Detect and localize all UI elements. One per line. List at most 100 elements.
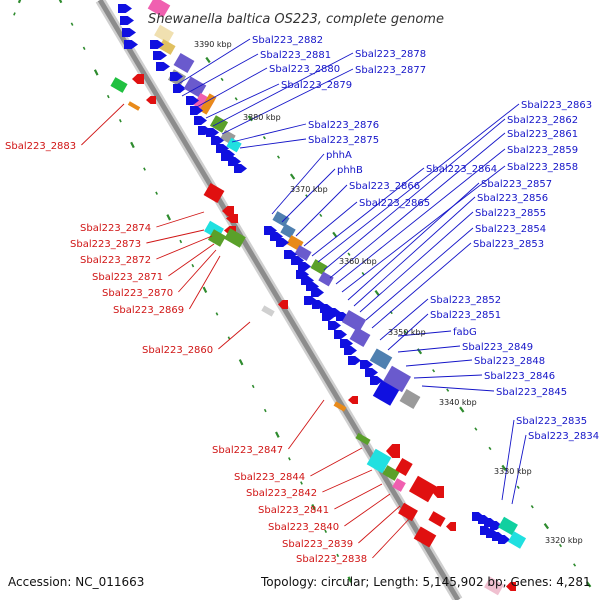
gene-arrow	[120, 16, 134, 25]
gene-block	[183, 76, 207, 98]
leader-line	[421, 385, 495, 392]
leader-line	[288, 399, 325, 450]
gene-label-top: Sbal223_2881	[260, 50, 331, 61]
leader-line	[353, 196, 476, 307]
leader-line	[221, 68, 354, 135]
tick-mark	[106, 94, 110, 99]
tick-mark	[130, 141, 135, 149]
gene-label-bottom: Sbal223_2871	[92, 272, 163, 283]
gene-label-top: Sbal223_2859	[507, 145, 578, 156]
gene-label-top: Sbal223_2864	[426, 164, 497, 175]
kbp-label: 3380 kbp	[243, 113, 281, 122]
gene-label-top: Sbal223_2835	[516, 416, 587, 427]
tick-mark	[336, 553, 340, 558]
gene-arrow	[132, 74, 144, 84]
gene-label-bottom: Sbal223_2844	[234, 472, 305, 483]
gene-arrow	[122, 28, 136, 37]
leader-line	[347, 182, 480, 301]
gene-arrow	[344, 346, 357, 355]
leader-line	[310, 447, 363, 477]
leader-line	[205, 83, 280, 119]
gene-label-bottom: Sbal223_2860	[142, 345, 213, 356]
leader-line	[365, 227, 474, 321]
gene-features	[110, 0, 527, 596]
leader-line	[146, 229, 205, 244]
gene-arrow	[322, 312, 335, 321]
gene-arrow	[124, 40, 138, 49]
gene-block	[392, 478, 406, 492]
tick-mark	[530, 505, 534, 509]
gene-block	[272, 211, 290, 227]
tick-mark	[488, 446, 492, 451]
gene-block	[333, 401, 347, 412]
gene-block	[147, 0, 171, 18]
tick-mark	[263, 408, 267, 413]
tick-mark	[93, 69, 99, 76]
gene-label-top: Sbal223_2875	[308, 135, 379, 146]
gene-block	[310, 259, 328, 275]
gene-arrow	[446, 522, 456, 531]
gene-arrow	[340, 339, 353, 348]
accession-label: Accession: NC_011663	[8, 575, 144, 589]
gene-arrow	[360, 360, 373, 369]
gene-label-top: Sbal223_2866	[349, 181, 420, 192]
leader-line	[303, 201, 358, 247]
tick-mark	[251, 384, 255, 389]
tick-mark	[558, 543, 563, 548]
gene-label-bottom: Sbal223_2842	[246, 488, 317, 499]
gene-block	[382, 465, 400, 481]
gene-label-top: Sbal223_2877	[355, 65, 426, 76]
gene-block	[372, 380, 400, 406]
gene-arrow	[146, 96, 156, 104]
gene-block	[294, 245, 312, 261]
tick-mark	[191, 263, 195, 268]
tick-mark	[70, 22, 74, 26]
gene-label-top: Sbal223_2849	[462, 342, 533, 353]
gene-arrow	[498, 535, 510, 544]
gene-arrow	[211, 136, 224, 145]
leader-line	[218, 321, 251, 350]
backbone-line	[97, 0, 461, 600]
gene-label-top: Sbal223_2882	[252, 35, 323, 46]
leader-line	[397, 345, 461, 353]
gene-block	[507, 531, 527, 549]
kbp-label: 3370 kbp	[290, 185, 328, 194]
tick-mark	[446, 388, 450, 392]
leader-line	[323, 118, 506, 271]
tick-mark	[573, 563, 577, 567]
leader-line	[511, 434, 527, 505]
tick-mark	[234, 97, 238, 101]
leader-line	[178, 249, 217, 293]
gene-block	[173, 52, 195, 74]
gene-block	[154, 24, 174, 44]
tick-mark	[17, 0, 22, 4]
gene-arrow	[432, 486, 444, 498]
gene-label-top: Sbal223_2857	[481, 179, 552, 190]
gene-block	[366, 448, 392, 474]
gene-block	[207, 229, 227, 247]
leader-line	[397, 330, 452, 337]
tick-mark	[288, 457, 291, 461]
gene-label-top: Sbal223_2834	[528, 431, 599, 442]
tick-mark	[179, 239, 183, 244]
gene-label-bottom: Sbal223_2840	[268, 522, 339, 533]
gene-arrow	[365, 368, 378, 377]
tick-mark	[374, 289, 380, 297]
tick-mark	[459, 406, 465, 413]
kbp-label: 3340 kbp	[439, 398, 477, 407]
tick-mark	[220, 77, 224, 82]
gene-arrow	[153, 51, 167, 60]
gene-arrow	[222, 206, 234, 216]
gene-arrow	[506, 582, 516, 591]
tick-mark	[262, 136, 266, 140]
leader-line	[322, 469, 373, 493]
gene-label-top: Sbal223_2862	[507, 115, 578, 126]
gene-label-bottom: Sbal223_2847	[212, 445, 283, 456]
tick-mark	[205, 56, 211, 64]
leader-line	[212, 52, 354, 127]
gene-block	[382, 365, 412, 393]
tick-mark	[501, 464, 507, 471]
tick-mark	[143, 167, 146, 171]
gene-arrow	[173, 84, 186, 93]
